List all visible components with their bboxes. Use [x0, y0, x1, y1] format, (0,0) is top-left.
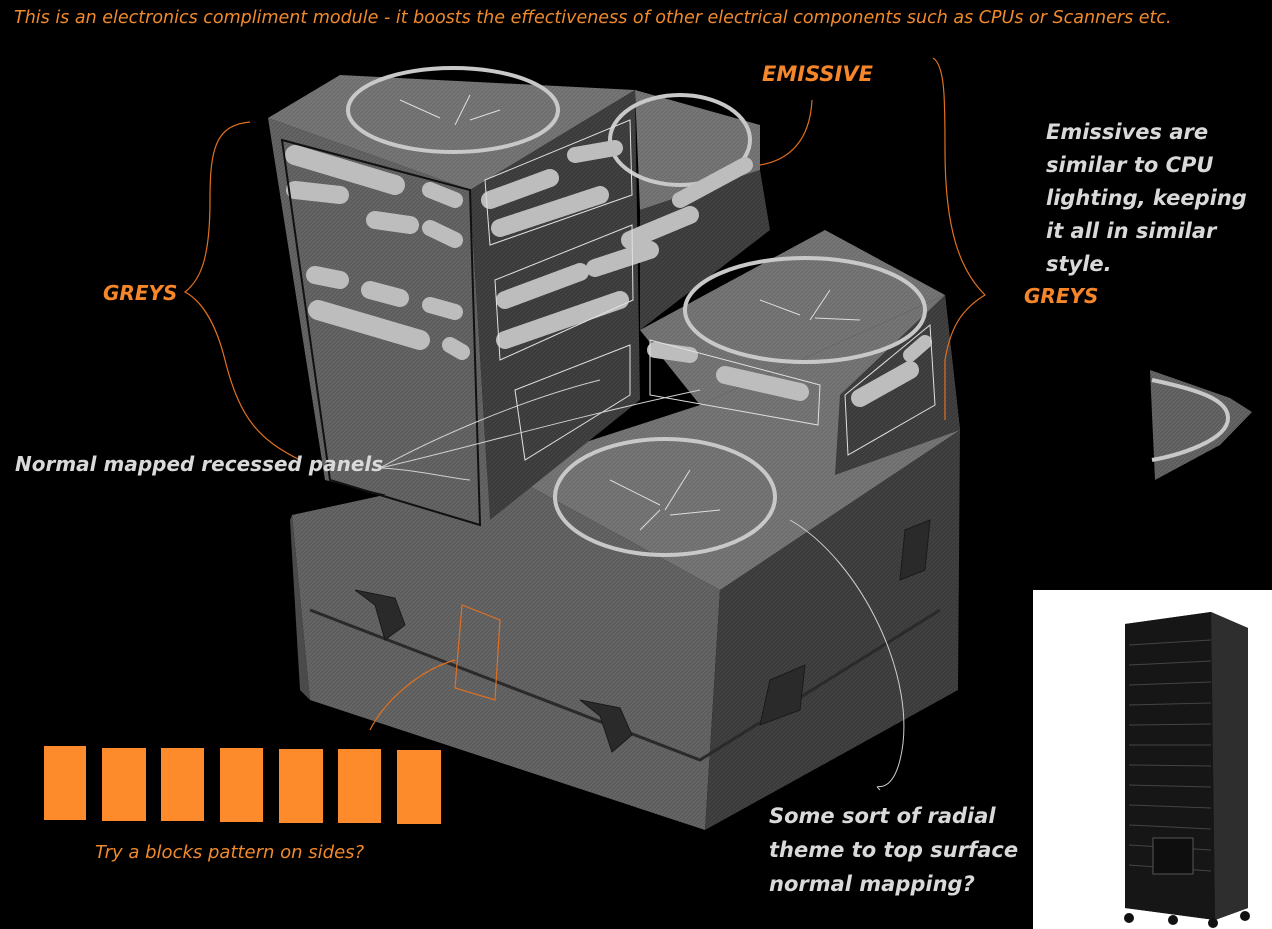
orange-block-swatch	[220, 748, 263, 822]
side-vents	[354, 519, 931, 753]
radial-disc-back	[608, 93, 752, 187]
recessed-panel-outlines	[484, 119, 936, 461]
page-title: This is an electronics compliment module…	[14, 8, 1172, 28]
server-rack-icon	[1124, 612, 1250, 928]
orange-block-swatch	[338, 749, 381, 823]
orange-block-swatch	[102, 748, 146, 821]
emissive-leader	[759, 99, 813, 166]
greys-left-brace	[183, 121, 301, 461]
radial-disc-top	[346, 66, 560, 154]
orange-block-swatch	[161, 748, 204, 821]
block-swatches	[44, 746, 441, 824]
disc-fragment	[1150, 370, 1252, 480]
recessed-panels-note: Normal mapped recessed panels	[15, 452, 384, 476]
radial-leader	[789, 519, 905, 791]
greys-left-label: GREYS	[103, 281, 178, 305]
emissive-strips	[285, 140, 932, 407]
orange-block-swatch	[44, 746, 86, 820]
tower-panel-outline	[280, 138, 482, 527]
server-rack-reference	[1033, 590, 1272, 929]
blocks-outline	[454, 604, 501, 701]
greys-right-brace	[932, 57, 986, 420]
emissive-label: EMISSIVE	[762, 62, 873, 86]
radial-theme-note: Some sort of radial theme to top surface…	[769, 804, 1019, 896]
blocks-leader	[369, 659, 456, 731]
orange-block-swatch	[397, 750, 441, 824]
radial-disc-middle	[683, 256, 927, 364]
orange-block-swatch	[279, 749, 323, 823]
emissive-note: Emissives are similar to CPU lighting, k…	[1046, 120, 1247, 276]
greys-right-label: GREYS	[1024, 284, 1099, 308]
panel-leaders	[379, 379, 701, 481]
radial-disc-front	[553, 437, 777, 557]
blocks-pattern-note: Try a blocks pattern on sides?	[95, 842, 365, 863]
